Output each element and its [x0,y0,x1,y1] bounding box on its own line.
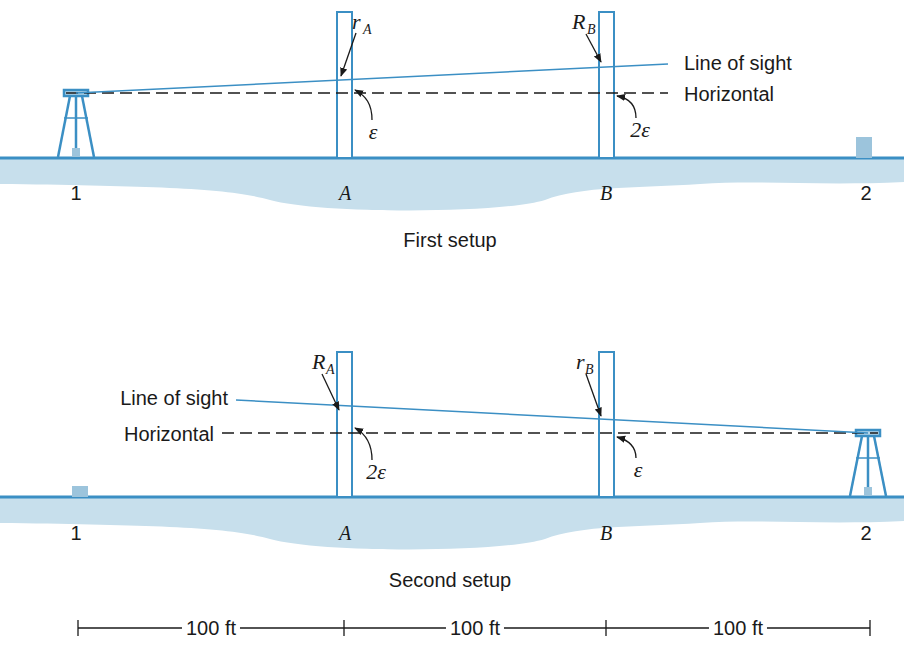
station-label: 2 [860,183,871,203]
line-label: Line of sight [120,388,228,408]
line-of-sight [236,400,868,433]
station-label: B [600,523,612,543]
rod-b [599,12,614,158]
leader [586,374,601,416]
horizontal-line [66,92,668,94]
horizontal-line [222,432,878,434]
station-label: 2 [860,523,871,543]
subscript: B [585,363,594,377]
leader [586,34,601,62]
subscript: A [326,363,335,377]
turning-point-2 [856,137,872,158]
ground-line [0,157,904,160]
error-symbol: ε [634,459,643,481]
rod-reading: r [352,11,361,33]
ground-line [0,496,904,499]
dimension-text: 100 ft [182,618,240,638]
line-label: Line of sight [684,53,792,73]
second-setup [0,352,904,550]
station-label: A [339,523,351,543]
subscript: A [363,23,372,37]
station-label: 1 [70,183,81,203]
line-label: Horizontal [684,84,774,104]
leader [341,33,356,76]
error-symbol: ε [369,121,378,143]
station-label: 1 [70,523,81,543]
setup-caption: Second setup [389,570,511,590]
leader [355,428,372,460]
ground [0,497,904,550]
station-label: B [600,183,612,203]
rod-reading: R [572,11,585,33]
leader [322,374,339,410]
level-instrument [850,430,886,496]
rod-b [599,352,614,497]
error-symbol: 2ε [630,119,650,141]
station-label: A [339,183,351,203]
turning-point-1 [72,486,88,497]
subscript: B [587,23,596,37]
leader [617,437,636,458]
dimension-text: 100 ft [446,618,504,638]
line-label: Horizontal [124,424,214,444]
dimension-text: 100 ft [709,618,767,638]
rod-a [337,352,352,497]
error-symbol: 2ε [366,461,386,483]
level-instrument [58,90,94,157]
first-setup [0,12,904,211]
line-of-sight [76,64,668,93]
rod-a [337,12,352,158]
rod-reading: R [312,351,325,373]
leader [355,90,372,120]
rod-reading: r [576,351,585,373]
leader [617,96,636,118]
ground [0,158,904,211]
setup-caption: First setup [403,230,496,250]
